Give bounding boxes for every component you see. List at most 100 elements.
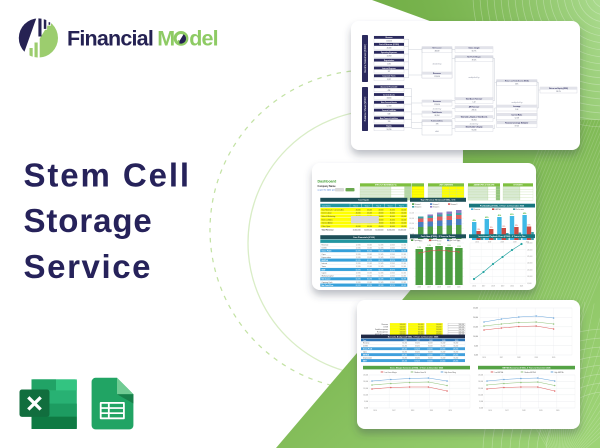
svg-text:Top 5 Revenue Streams (£'000): Top 5 Revenue Streams (£'000) - 5 Ye bbox=[420, 199, 456, 202]
svg-text:65,432: 65,432 bbox=[441, 357, 446, 359]
svg-text:multiplied by: multiplied by bbox=[468, 76, 480, 79]
svg-text:2017: 2017 bbox=[482, 286, 486, 288]
svg-text:65,432: 65,432 bbox=[454, 357, 459, 359]
svg-text:500,000: 500,000 bbox=[459, 326, 465, 328]
svg-text:20,000: 20,000 bbox=[473, 317, 478, 319]
svg-text:2019: 2019 bbox=[448, 240, 452, 242]
svg-text:12,345: 12,345 bbox=[356, 248, 361, 250]
svg-text:2016: 2016 bbox=[475, 241, 479, 243]
svg-text:Low Gross Margin: Low Gross Margin bbox=[385, 371, 397, 374]
svg-text:45%: 45% bbox=[485, 216, 489, 219]
svg-text:12,345: 12,345 bbox=[367, 248, 372, 250]
svg-text:Revenues: Revenues bbox=[433, 101, 441, 103]
svg-text:STRICTLY INDONESIA # Va: STRICTLY INDONESIA # Va bbox=[375, 184, 397, 187]
svg-text:Year 3: Year 3 bbox=[376, 204, 381, 207]
svg-text:1,234: 1,234 bbox=[447, 245, 451, 247]
svg-text:Revenue: Revenue bbox=[474, 209, 480, 211]
svg-text:Opening Cash: Opening Cash bbox=[322, 282, 333, 284]
svg-text:1,234: 1,234 bbox=[427, 245, 431, 247]
svg-text:123,456: 123,456 bbox=[427, 349, 433, 351]
svg-text:5,000: 5,000 bbox=[479, 401, 483, 403]
svg-text:82,376: 82,376 bbox=[356, 285, 361, 287]
svg-text:65,432: 65,432 bbox=[415, 357, 420, 359]
svg-text:ADMIN/OPEX & NON-OPE: ADMIN/OPEX & NON-OPE bbox=[474, 184, 496, 187]
svg-text:123,456: 123,456 bbox=[402, 360, 408, 362]
svg-text:Storage: Storage bbox=[24, 202, 153, 239]
svg-text:Shareholder's Equity: Shareholder's Equity bbox=[466, 125, 483, 128]
svg-text:2016: 2016 bbox=[418, 287, 422, 289]
svg-text:90,230: 90,230 bbox=[472, 130, 477, 132]
svg-text:Total Liab + Equity = Total As: Total Liab + Equity = Total Assets bbox=[461, 116, 488, 119]
svg-text:12,345: 12,345 bbox=[390, 244, 395, 246]
svg-text:12,345: 12,345 bbox=[356, 282, 361, 284]
svg-text:40,000: 40,000 bbox=[367, 226, 372, 228]
svg-text:65,432: 65,432 bbox=[428, 357, 433, 359]
svg-text:40,000: 40,000 bbox=[401, 226, 406, 228]
svg-text:123,456: 123,456 bbox=[414, 360, 420, 362]
svg-text:10,000,000: 10,000,000 bbox=[364, 229, 372, 231]
svg-text:2016: 2016 bbox=[482, 357, 486, 359]
svg-text:40,000: 40,000 bbox=[401, 223, 406, 225]
svg-text:40,000: 40,000 bbox=[379, 213, 384, 215]
svg-text:12,345: 12,345 bbox=[379, 282, 384, 284]
svg-text:£15,000: £15,000 bbox=[527, 269, 533, 271]
svg-text:Current Assets: Current Assets bbox=[383, 93, 395, 96]
svg-text:18%: 18% bbox=[527, 224, 531, 226]
svg-text:Operating Expenses: Operating Expenses bbox=[381, 51, 397, 54]
svg-text:2020: 2020 bbox=[510, 286, 514, 288]
svg-text:66.7%: 66.7% bbox=[472, 51, 477, 53]
svg-text:£25,000: £25,000 bbox=[527, 256, 533, 258]
svg-text:2019: 2019 bbox=[539, 410, 543, 412]
svg-text:82,376: 82,376 bbox=[379, 251, 384, 253]
svg-text:65,432: 65,432 bbox=[402, 357, 407, 359]
svg-text:40,000: 40,000 bbox=[379, 226, 384, 228]
svg-text:40,000: 40,000 bbox=[401, 209, 406, 211]
svg-text:82,376: 82,376 bbox=[401, 285, 406, 287]
svg-text:12,345: 12,345 bbox=[379, 244, 384, 246]
svg-text:500,000: 500,000 bbox=[459, 324, 465, 326]
svg-text:20,000: 20,000 bbox=[478, 381, 483, 383]
svg-text:40,000: 40,000 bbox=[356, 213, 361, 215]
svg-text:500,000: 500,000 bbox=[400, 329, 406, 331]
svg-text:123,456: 123,456 bbox=[414, 355, 420, 357]
svg-text:12,345: 12,345 bbox=[390, 248, 395, 250]
svg-text:Revenue: Revenue bbox=[322, 244, 329, 246]
svg-text:Depreciation: Depreciation bbox=[384, 59, 394, 62]
svg-text:Direct Labour: Direct Labour bbox=[322, 212, 333, 215]
svg-text:5,000: 5,000 bbox=[364, 401, 368, 403]
svg-text:EBITDA Scenarios (£'000) - 5: EBITDA Scenarios (£'000) - 5 Years to De… bbox=[503, 367, 551, 370]
svg-text:40,000: 40,000 bbox=[367, 209, 372, 211]
svg-text:65,432: 65,432 bbox=[441, 352, 446, 354]
svg-text:0,000: 0,000 bbox=[474, 355, 478, 357]
svg-text:EBITDA % margin: EBITDA % margin bbox=[375, 333, 388, 336]
svg-text:12,345: 12,345 bbox=[356, 254, 361, 256]
svg-text:Total Asset Turnover: Total Asset Turnover bbox=[466, 98, 483, 101]
svg-text:45%: 45% bbox=[523, 212, 527, 215]
svg-text:25,000: 25,000 bbox=[478, 375, 483, 377]
svg-text:82,376: 82,376 bbox=[367, 285, 372, 287]
svg-text:EBITDA: EBITDA bbox=[363, 354, 370, 357]
svg-text:12,345: 12,345 bbox=[356, 263, 361, 265]
svg-text:1,234: 1,234 bbox=[437, 244, 441, 246]
svg-text:40,000: 40,000 bbox=[390, 219, 395, 221]
svg-text:Cash flow (£'000) - 5 Years to: Cash flow (£'000) - 5 Years to Decem bbox=[421, 235, 456, 238]
svg-text:123,456: 123,456 bbox=[434, 76, 440, 78]
svg-text:A/R Turnover: A/R Turnover bbox=[469, 106, 480, 109]
svg-text:2018: 2018 bbox=[437, 287, 441, 289]
svg-text:82,376: 82,376 bbox=[401, 260, 406, 262]
svg-text:Cost of Revenue (COGS): Cost of Revenue (COGS) bbox=[379, 43, 399, 46]
svg-text:Year: Year bbox=[363, 340, 367, 342]
svg-text:40,000: 40,000 bbox=[356, 209, 361, 211]
svg-text:2020: 2020 bbox=[552, 357, 556, 359]
svg-text:65,432: 65,432 bbox=[415, 346, 420, 348]
svg-text:18%: 18% bbox=[515, 225, 519, 227]
svg-text:82,376: 82,376 bbox=[367, 269, 372, 271]
svg-text:2017: 2017 bbox=[392, 410, 396, 412]
svg-text:2020: 2020 bbox=[455, 340, 459, 342]
svg-text:2017: 2017 bbox=[427, 287, 431, 289]
svg-text:12,345: 12,345 bbox=[356, 276, 361, 278]
svg-text:40,000: 40,000 bbox=[390, 209, 395, 211]
svg-text:Revenue: Revenue bbox=[363, 343, 369, 345]
svg-text:UNIT CHARTERS: UNIT CHARTERS bbox=[439, 184, 454, 187]
svg-text:10,000: 10,000 bbox=[363, 394, 368, 396]
